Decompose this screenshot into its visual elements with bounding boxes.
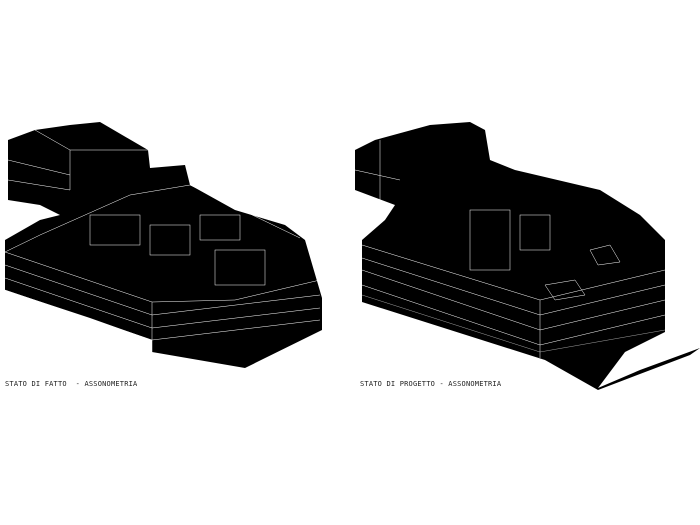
project-state-caption: STATO DI PROGETTO - ASSONOMETRIA: [360, 380, 502, 388]
existing-building-axonometry: [4, 122, 322, 368]
project-building-axonometry: [354, 122, 700, 390]
existing-state-caption: STATO DI FATTO - ASSONOMETRIA: [5, 380, 138, 388]
